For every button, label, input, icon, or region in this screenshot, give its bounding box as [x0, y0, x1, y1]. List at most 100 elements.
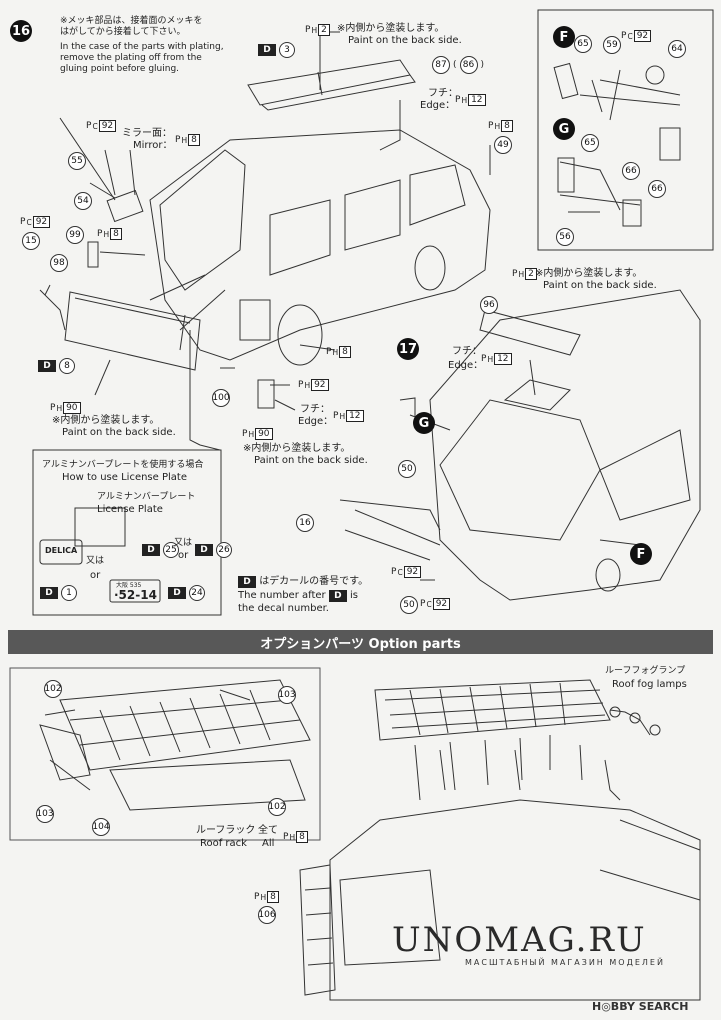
part-15: 15 [22, 232, 40, 250]
van-body-16 [149, 129, 491, 361]
paint-sub: H [56, 403, 63, 413]
part100-edge-jp: フチ： [300, 404, 330, 415]
paint-value: 12 [494, 353, 512, 365]
paint-sub: H [518, 269, 525, 279]
paint-value: 92 [98, 120, 117, 132]
paint-sub: C [426, 599, 432, 609]
paint-sub: C [26, 217, 32, 227]
or-en-2: or [178, 550, 189, 561]
inset-F-part-64: 64 [668, 40, 686, 58]
decal-note-en3: the decal number. [238, 603, 329, 614]
decal-letter: D [328, 590, 347, 602]
all-en: All [262, 838, 275, 849]
hobby-search-logo: H◎BBY SEARCH [592, 1000, 689, 1013]
decal-letter: D [38, 360, 56, 372]
part-98: 98 [50, 254, 68, 272]
option-part-104: 104 [92, 818, 110, 836]
step17-part-16: 16 [296, 514, 314, 532]
decal-25-label: D 25 [142, 542, 179, 558]
paint-prefix: P [50, 403, 56, 413]
decal-number: 25 [163, 542, 179, 558]
paint-value: 8 [501, 120, 513, 132]
paint-prefix: P [455, 95, 461, 105]
inset-G-part-66b: 66 [648, 180, 666, 198]
paint-sub: H [487, 354, 494, 364]
or-jp-1: 又は [86, 556, 105, 566]
paint-prefix: P [391, 567, 397, 577]
paint-sub: H [181, 135, 188, 145]
van-body-option [329, 799, 701, 1001]
paint-prefix: P [20, 217, 26, 227]
option-part-102a: 102 [44, 680, 62, 698]
mirror-en: Mirror： [133, 140, 173, 151]
inset-G-part-56: 56 [556, 228, 574, 246]
roof-back-paint-en: Paint on the back side. [348, 35, 462, 46]
paint-value: 92 [432, 598, 451, 610]
paint-prefix: P [175, 135, 181, 145]
paint-prefix: P [298, 380, 304, 390]
step17-label-G: G [413, 412, 435, 434]
paint-value: 92 [403, 566, 422, 578]
decal-letter: D [238, 576, 256, 588]
decal-note-en2: is [350, 590, 359, 601]
plate-en: License Plate [97, 504, 163, 515]
license-title-jp: アルミナンバープレートを使用する場合 [42, 460, 204, 470]
roof-rack-jp: ルーフラック [196, 825, 256, 836]
plating-note-jp: ※メッキ部品は、接着面のメッキを はがしてから接着して下さい。 [60, 16, 203, 37]
decal-letter: D [142, 544, 160, 556]
van-body-17 [429, 289, 701, 601]
license-plate-98 [64, 291, 201, 371]
paint-prefix: P [305, 25, 311, 35]
part-100: 100 [212, 389, 230, 407]
roof-decal-label: D 3 [258, 42, 295, 58]
paint-sub: H [248, 429, 255, 439]
part-96: 96 [480, 296, 498, 314]
roof-edge-en: Edge： [420, 100, 455, 112]
inset-G-part-66a: 66 [622, 162, 640, 180]
option-part-103b: 103 [36, 805, 54, 823]
paint-value: 12 [468, 94, 486, 106]
inset-F-part-59: 59 [603, 36, 621, 54]
paint-value: 8 [296, 831, 308, 843]
step17-back-jp: ※内側から塗装します。 [535, 268, 643, 279]
roof-edge-jp: フチ： [428, 88, 458, 100]
decal-24-label: D 24 [168, 585, 205, 601]
plate-number: ·52-14 [114, 588, 157, 602]
paint-prefix: P [326, 347, 332, 357]
paint-prefix: P [481, 354, 487, 364]
part-55: 55 [68, 152, 86, 170]
roof-back-paint-jp: ※内側から塗装します。 [337, 23, 445, 34]
or-en-1: or [90, 570, 101, 581]
paint-sub: H [304, 380, 311, 390]
step17-label-F: F [630, 543, 652, 565]
paint-prefix: P [254, 892, 260, 902]
license-title-en: How to use License Plate [62, 472, 187, 483]
roof-rack-en: Roof rack [200, 838, 247, 849]
inset-label-G: G [553, 118, 575, 140]
decal-number: 3 [279, 42, 295, 58]
step17-edge-en: Edge： [448, 360, 484, 371]
decal-number: 8 [59, 358, 75, 374]
paint-value: 8 [267, 891, 279, 903]
paint-value: 2 [318, 24, 330, 36]
plate-badge: DELICA [45, 546, 78, 555]
paint-sub: C [397, 567, 403, 577]
watermark-sub: МАСШТАБНЫЙ МАГАЗИН МОДЕЛЕЙ [465, 958, 665, 967]
paint-sub: H [311, 25, 318, 35]
decal-note-en1: The number after [238, 590, 326, 601]
part-87: 87 [432, 56, 450, 74]
paint-sub: C [627, 31, 633, 41]
van-rear-window-16 [159, 149, 246, 291]
part-49: 49 [494, 136, 512, 154]
